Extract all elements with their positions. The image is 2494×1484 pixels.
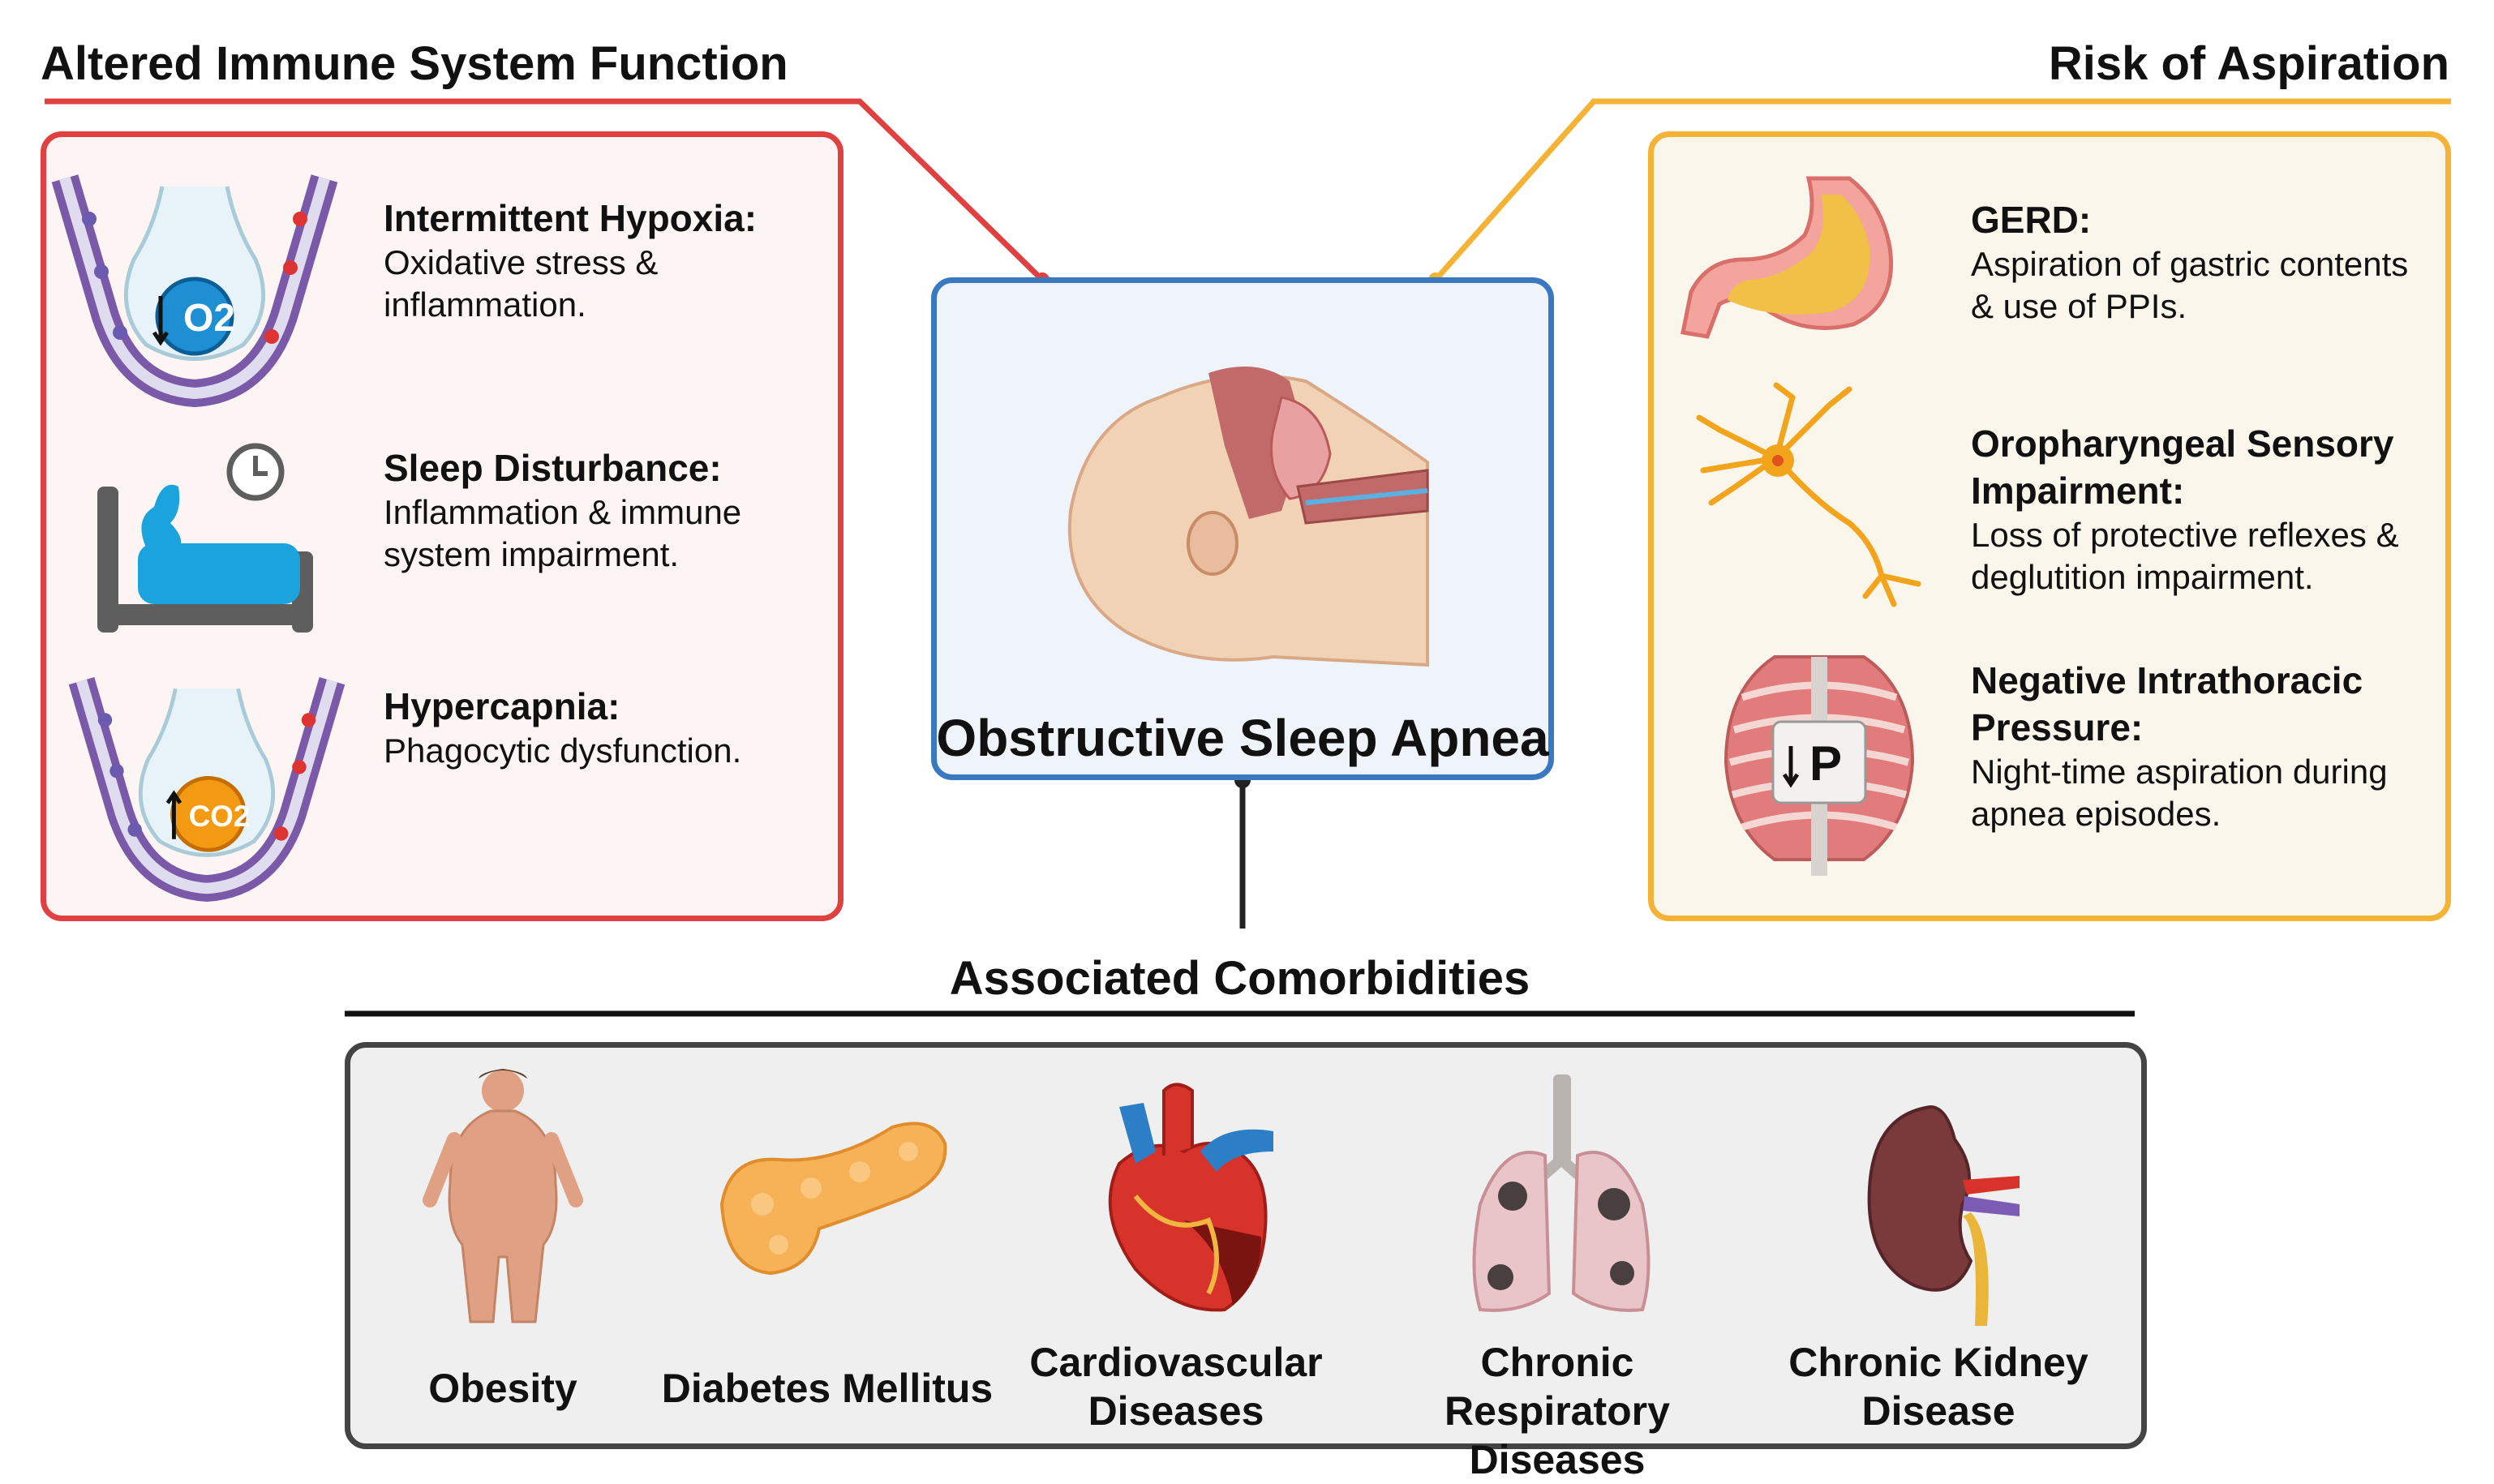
- comorbidity-diabetes-label: Diabetes Mellitus: [661, 1366, 994, 1411]
- item-desc: Aspiration of gastric contents & use of …: [1971, 245, 2409, 325]
- neuron-icon: [1696, 382, 1921, 607]
- aspiration-item-intrathoracic: Negative Intrathoracic Pressure: Night-t…: [1971, 657, 2441, 835]
- sleep-bed-clock-icon: [97, 443, 313, 633]
- aspiration-item-gerd: GERD: Aspiration of gastric contents & u…: [1971, 196, 2433, 328]
- item-desc: Loss of protective reflexes & deglutitio…: [1971, 516, 2399, 596]
- item-desc: Inflammation & immune system impairment.: [384, 493, 742, 573]
- item-title: Oropharyngeal Sensory Impairment:: [1971, 422, 2394, 512]
- immune-heading: Altered Immune System Function: [41, 37, 788, 90]
- alveolus-co2-icon: CO2: [68, 677, 346, 902]
- comorbidity-respiratory-label: Chronic Respiratory Diseases: [1444, 1340, 1670, 1482]
- immune-item-sleep: Sleep Disturbance: Inflammation & immune…: [384, 444, 822, 576]
- pancreas-icon: [719, 1122, 947, 1276]
- aspiration-connector: [1433, 98, 2451, 282]
- kidney-icon: [1867, 1104, 2020, 1326]
- immune-connector: [45, 98, 1045, 282]
- stomach-icon: [1681, 176, 1894, 339]
- comorbidities-heading: Associated Comorbidities: [949, 952, 1530, 1005]
- aspiration-item-oropharyngeal: Oropharyngeal Sensory Impairment: Loss o…: [1971, 420, 2445, 598]
- item-title: Hypercapnia:: [384, 685, 620, 727]
- lungs-icon: [1472, 1074, 1651, 1312]
- svg-text:O2: O2: [183, 297, 235, 340]
- item-title: Negative Intrathoracic Pressure:: [1971, 659, 2363, 748]
- head-airway-obstruction-icon: [1067, 367, 1429, 667]
- comorbidity-cardiovascular-label: Cardiovascular Diseases: [1029, 1340, 1323, 1434]
- aspiration-heading: Risk of Aspiration: [2048, 37, 2449, 90]
- svg-text:CO2: CO2: [189, 800, 250, 833]
- obese-person-icon: [423, 1069, 583, 1323]
- immune-item-hypoxia: Intermittent Hypoxia: Oxidative stress &…: [384, 195, 822, 326]
- item-desc: Phagocytic dysfunction.: [384, 731, 742, 770]
- item-title: Sleep Disturbance:: [384, 447, 722, 489]
- comorbidity-obesity-label: Obesity: [428, 1366, 577, 1411]
- item-title: Intermittent Hypoxia:: [384, 197, 758, 239]
- alveolus-oxygen-icon: O2: [51, 174, 338, 408]
- heart-icon: [1108, 1083, 1273, 1312]
- osa-title: Obstructive Sleep Apnea: [936, 709, 1549, 767]
- item-desc: Oxidative stress & inflammation.: [384, 243, 659, 324]
- immune-item-hypercapnia: Hypercapnia: Phagocytic dysfunction.: [384, 683, 822, 772]
- item-title: GERD:: [1971, 199, 2092, 241]
- svg-text:P: P: [1809, 736, 1842, 791]
- ribcage-pressure-icon: P: [1723, 655, 1915, 876]
- item-desc: Night-time aspiration during apnea episo…: [1971, 753, 2388, 833]
- comorbidity-kidney-label: Chronic Kidney Disease: [1788, 1340, 2088, 1434]
